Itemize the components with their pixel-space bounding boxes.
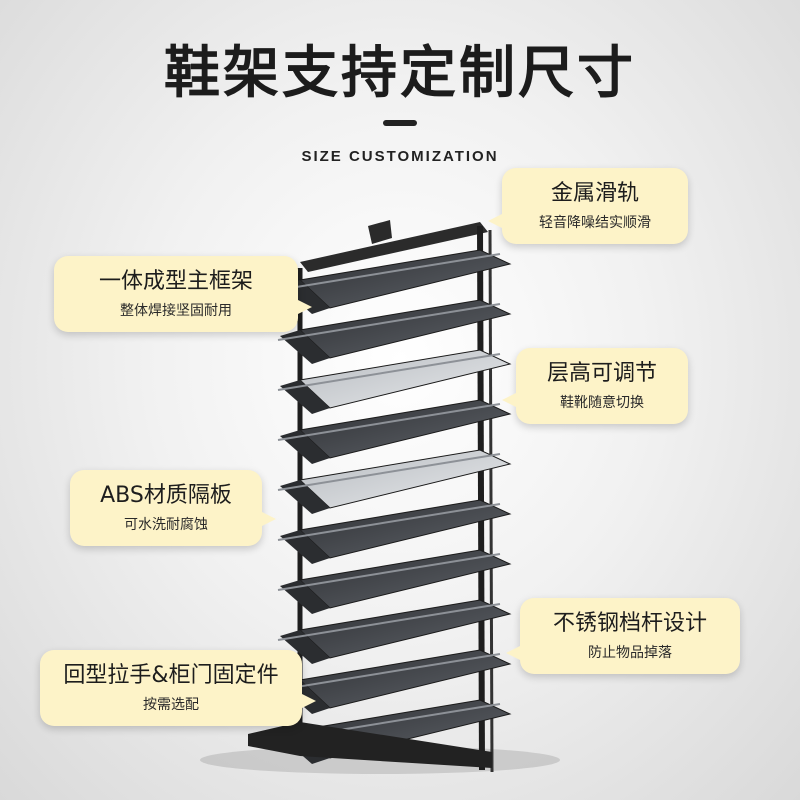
callout-adjustable-height: 层高可调节 鞋靴随意切换 [516, 348, 688, 424]
callout-adjustable-height-title: 层高可调节 [546, 360, 657, 386]
shelf [277, 399, 512, 464]
callout-handle-pointer [302, 694, 316, 708]
callout-abs-shelf-title: ABS材质隔板 [100, 482, 232, 508]
callout-main-frame-pointer [298, 300, 312, 314]
callout-abs-shelf: ABS材质隔板 可水洗耐腐蚀 [70, 470, 262, 546]
callout-handle-subtitle: 按需选配 [143, 697, 199, 714]
rack-base [248, 722, 492, 768]
callout-stainless-rod-title: 不锈钢档杆设计 [552, 610, 707, 636]
callout-metal-rail: 金属滑轨 轻音降噪结实顺滑 [502, 168, 688, 244]
callout-metal-rail-title: 金属滑轨 [550, 180, 639, 206]
callout-adjustable-height-subtitle: 鞋靴随意切换 [560, 395, 644, 412]
page-title: 鞋架支持定制尺寸 [164, 41, 636, 106]
shelf [277, 299, 512, 364]
callout-stainless-rod: 不锈钢档杆设计 防止物品掉落 [520, 598, 740, 674]
callout-abs-shelf-subtitle: 可水洗耐腐蚀 [124, 517, 208, 534]
callout-adjustable-height-pointer [502, 393, 516, 407]
shelf-group [277, 249, 512, 764]
page-subtitle: SIZE CUSTOMIZATION [301, 148, 499, 165]
shelf [277, 549, 512, 614]
callout-metal-rail-subtitle: 轻音降噪结实顺滑 [539, 215, 651, 232]
callout-main-frame: 一体成型主框架 整体焊接坚固耐用 [54, 256, 298, 332]
callout-stainless-rod-subtitle: 防止物品掉落 [588, 645, 672, 662]
shelf [277, 349, 512, 414]
callout-main-frame-title: 一体成型主框架 [98, 268, 253, 294]
shelf [277, 449, 512, 514]
shelf [277, 599, 512, 664]
callout-main-frame-subtitle: 整体焊接坚固耐用 [120, 303, 232, 320]
callout-stainless-rod-pointer [506, 646, 520, 660]
title-divider [383, 120, 417, 126]
callout-handle: 回型拉手&柜门固定件 按需选配 [40, 650, 302, 726]
top-rail [300, 220, 488, 272]
shelf [277, 499, 512, 564]
callout-metal-rail-pointer [488, 214, 502, 228]
callout-handle-title: 回型拉手&柜门固定件 [63, 662, 279, 688]
callout-abs-shelf-pointer [262, 512, 276, 526]
